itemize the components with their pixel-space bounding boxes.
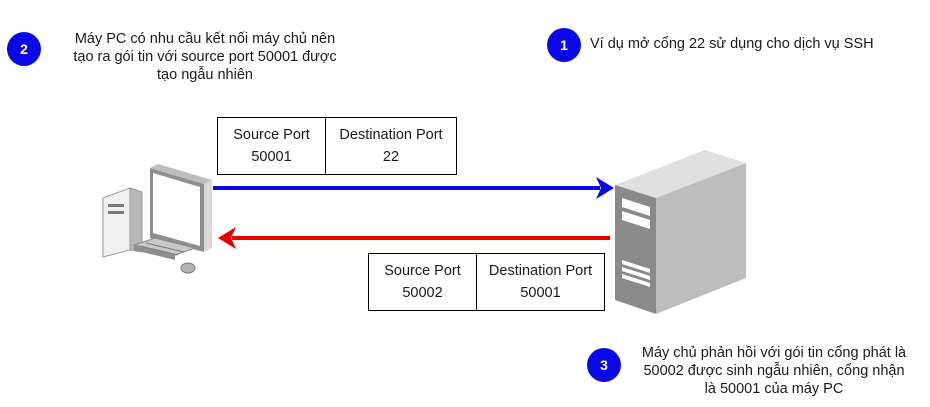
step-2-badge: 2 [7, 32, 41, 66]
destination-port-label: Destination Port [488, 263, 593, 279]
step-2-line: tạo ngẫu nhiên [157, 67, 253, 83]
step-2-note: Máy PC có nhu cầu kết nối máy chủ nên tạ… [45, 30, 365, 84]
step-3-badge: 3 [587, 348, 621, 382]
desktop-pc-icon [102, 164, 212, 274]
request-packet-table: Source Port 50001 Destination Port 22 [217, 117, 457, 175]
request-destination-port-cell: Destination Port 22 [325, 118, 456, 174]
step-1-badge: 1 [547, 28, 581, 62]
step-1-number: 1 [560, 37, 568, 53]
source-port-label: Source Port [384, 263, 461, 279]
step-2-line: Máy PC có nhu cầu kết nối máy chủ nên [74, 31, 336, 47]
response-packet-table: Source Port 50002 Destination Port 50001 [368, 253, 605, 311]
source-port-value: 50002 [402, 285, 443, 301]
source-port-label: Source Port [233, 127, 310, 143]
step-2-number: 2 [20, 41, 28, 57]
step-1-note: Ví dụ mở cổng 22 sử dụng cho dịch vụ SSH [590, 35, 910, 53]
response-arrow [218, 227, 610, 249]
step-3-line: Máy chủ phản hồi với gói tin cổng phát l… [641, 345, 907, 361]
destination-port-label: Destination Port [339, 127, 443, 143]
step-3-line: là 50001 của máy PC [704, 381, 844, 397]
step-1-text: Ví dụ mở cổng 22 sử dụng cho dịch vụ SSH [590, 36, 874, 52]
response-source-port-cell: Source Port 50002 [369, 254, 476, 310]
step-3-line: 50002 được sinh ngẫu nhiên, cổng nhận [643, 363, 905, 379]
request-arrow [213, 177, 614, 199]
step-3-number: 3 [600, 357, 608, 373]
source-port-value: 50001 [251, 149, 292, 165]
step-2-line: tạo ra gói tin với source port 50001 đượ… [73, 49, 337, 65]
destination-port-value: 50001 [520, 285, 561, 301]
request-source-port-cell: Source Port 50001 [218, 118, 325, 174]
response-destination-port-cell: Destination Port 50001 [476, 254, 604, 310]
destination-port-value: 22 [382, 149, 400, 165]
server-tower-icon [615, 150, 746, 314]
step-3-note: Máy chủ phản hồi với gói tin cổng phát l… [624, 344, 924, 398]
